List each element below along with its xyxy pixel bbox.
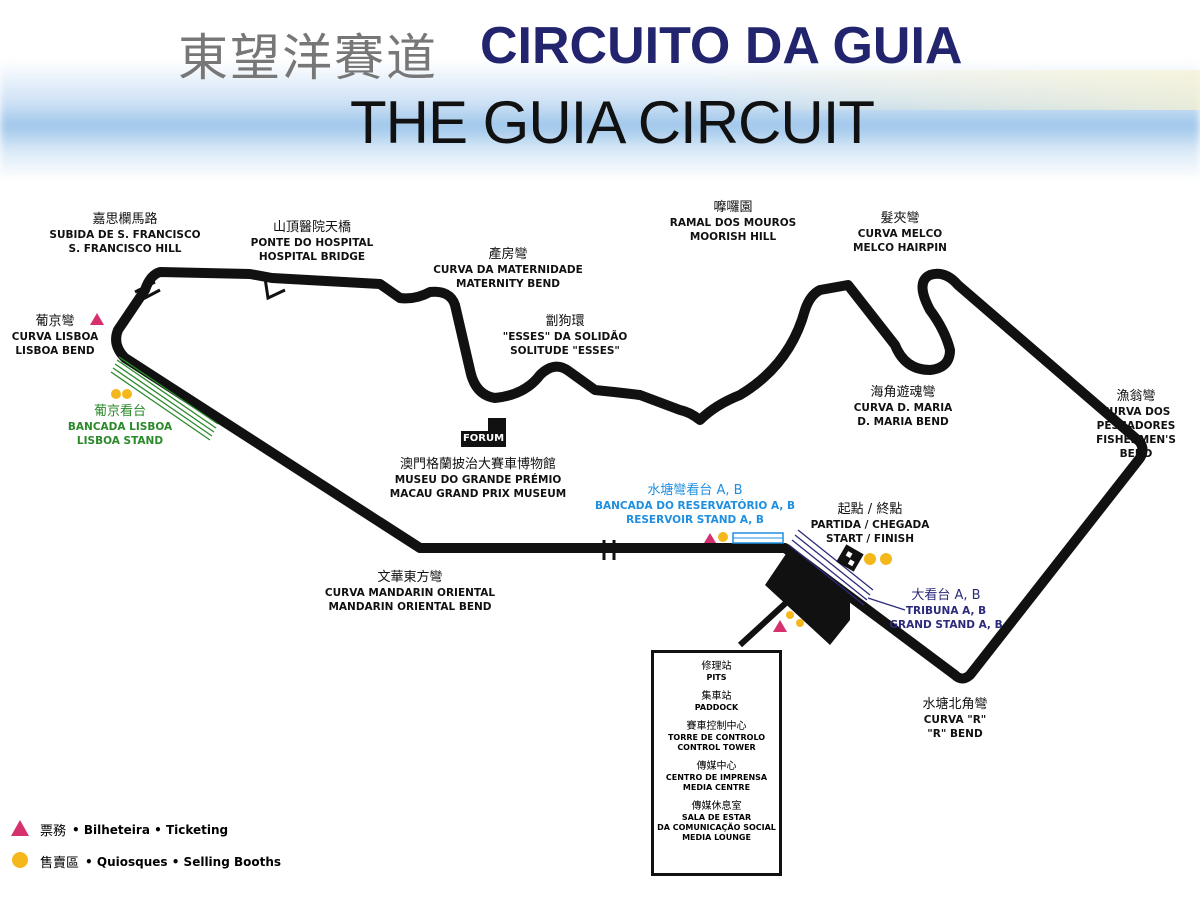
pit-building <box>765 548 850 645</box>
checkered-flag-icon <box>836 544 864 572</box>
bridge-icon <box>134 277 616 560</box>
legend-ticket-icon <box>11 820 29 836</box>
track <box>111 267 1148 684</box>
title-chinese: 東望洋賽道 <box>178 29 438 87</box>
selling-booth-icon <box>111 389 892 627</box>
legend-ticketing: 票務• Bilheteira • Ticketing <box>40 822 229 840</box>
header-highlight <box>700 70 1200 110</box>
title-portuguese: CIRCUITO DA GUIA <box>480 17 963 75</box>
forum-building: FORUM <box>461 431 506 447</box>
grand-stand <box>788 529 906 611</box>
legend-booth-icon <box>12 852 28 868</box>
legend-selling-booths: 售賣區• Quiosques • Selling Booths <box>40 854 282 872</box>
museum-building <box>488 418 506 432</box>
lisboa-stand <box>110 356 219 441</box>
ticketing-icon <box>90 313 787 632</box>
title-english: THE GUIA CIRCUIT <box>350 89 875 156</box>
